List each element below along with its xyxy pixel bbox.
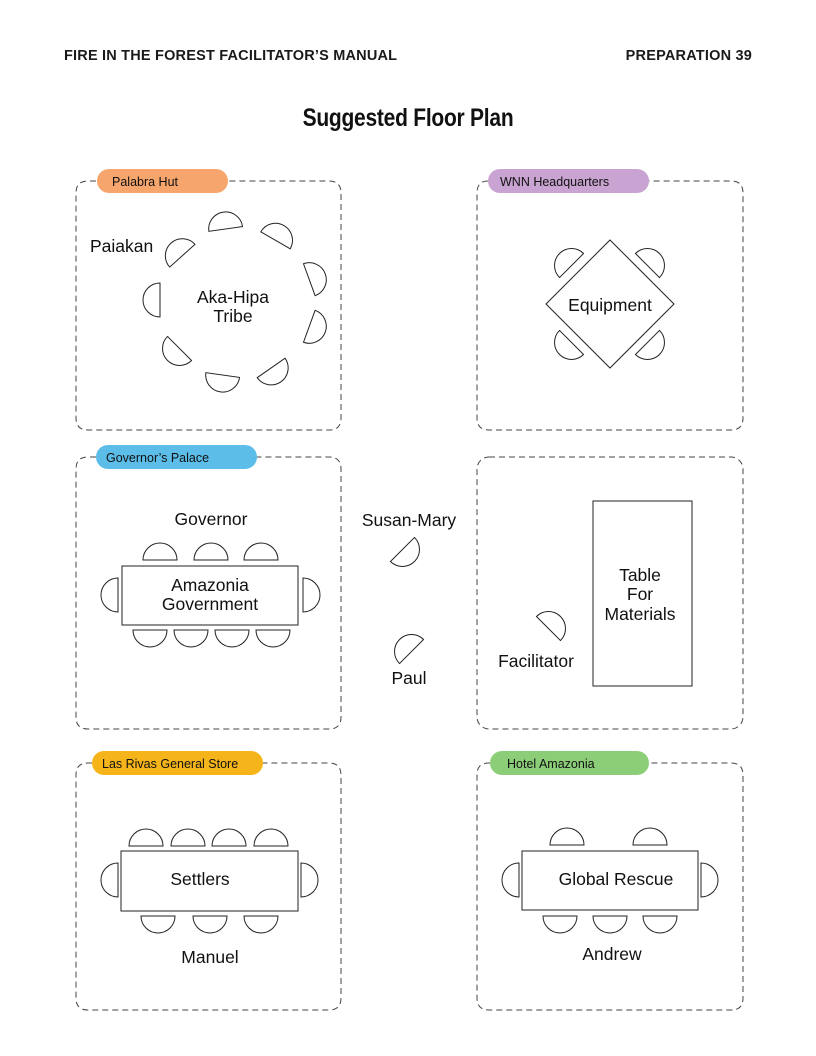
header-section-page: PREPARATION 39 (625, 48, 752, 64)
chair (253, 828, 289, 847)
chair (142, 282, 161, 318)
chair (549, 827, 585, 846)
room-facilitator-area: Table For Materials Facilitator (476, 456, 744, 730)
person-label: Paiakan (90, 236, 153, 256)
chair (170, 828, 206, 847)
chair (592, 915, 628, 934)
room-label-tag (490, 751, 649, 775)
chair (243, 915, 279, 934)
chair (501, 862, 520, 898)
chair (211, 828, 247, 847)
room-las-rivas-general-store: Las Rivas General Store Settlers Manuel (75, 751, 342, 1011)
header-manual-title: FIRE IN THE FOREST FACILITATOR’S MANUAL (64, 48, 398, 64)
chair (100, 862, 119, 898)
table-label: Tribe (213, 306, 252, 326)
chair (535, 603, 574, 642)
room-label: Governor’s Palace (106, 451, 209, 465)
hallway: Susan-Mary Paul (362, 510, 457, 688)
person-label-susan-mary: Susan-Mary (362, 510, 457, 530)
room-outline (75, 180, 342, 431)
room-label-tag (92, 751, 263, 775)
chair (302, 309, 332, 349)
room-label: Hotel Amazonia (507, 757, 595, 771)
chair (300, 862, 319, 898)
chair (140, 915, 176, 934)
table-label: Materials (605, 604, 676, 624)
table-label: Settlers (170, 869, 230, 889)
room-label-tag (96, 445, 257, 469)
chair (260, 216, 300, 250)
person-label: Andrew (582, 944, 642, 964)
room-label: Palabra Hut (112, 175, 179, 189)
person-label: Manuel (181, 947, 238, 967)
chair (302, 257, 332, 297)
chair (256, 357, 296, 393)
table-label: Equipment (568, 295, 652, 315)
person-label: Facilitator (498, 651, 574, 671)
room-outline (75, 762, 342, 1011)
chair (142, 542, 178, 561)
room-label: Las Rivas General Store (102, 757, 238, 771)
chair (154, 335, 193, 374)
table-label: Aka-Hipa (197, 287, 269, 307)
chair (157, 231, 196, 268)
room-label-tag (97, 169, 228, 193)
chair (192, 915, 228, 934)
room-governors-palace: Governor’s Palace Governor Amazonia Gove… (75, 445, 342, 730)
chair (132, 629, 168, 648)
room-label-tag (488, 169, 649, 193)
room-outline (476, 762, 744, 1011)
chair (700, 862, 719, 898)
chair (255, 629, 291, 648)
table-label: Global Rescue (559, 869, 674, 889)
chair (193, 542, 229, 561)
table-label: Amazonia (171, 575, 249, 595)
person-label: Governor (175, 509, 248, 529)
table-label: Table (619, 565, 661, 585)
chair (100, 577, 119, 613)
government-table (121, 565, 299, 626)
table-label: Government (162, 594, 258, 614)
materials-table (592, 500, 693, 687)
chair (389, 536, 428, 575)
chair (173, 629, 209, 648)
chair (642, 915, 678, 934)
global-rescue-table (521, 850, 699, 911)
chair (202, 372, 241, 395)
page-title: Suggested Floor Plan (302, 104, 514, 132)
settlers-table (120, 850, 299, 912)
chair (205, 209, 244, 232)
room-hotel-amazonia: Hotel Amazonia Global Rescue Andrew (476, 751, 744, 1011)
room-outline (476, 456, 744, 730)
chair (632, 827, 668, 846)
chair (302, 577, 321, 613)
room-wnn-headquarters: WNN Headquarters Equipment (476, 169, 744, 431)
table-label: For (627, 584, 653, 604)
chair (128, 828, 164, 847)
chair (386, 626, 425, 665)
chair (542, 915, 578, 934)
person-label-paul: Paul (391, 668, 426, 688)
chair (214, 629, 250, 648)
room-outline (476, 180, 744, 431)
equipment-table (545, 239, 675, 369)
room-outline (75, 456, 342, 730)
chair (243, 542, 279, 561)
room-palabra-hut: Palabra Hut Paiakan Aka-Hipa Tribe (75, 169, 342, 431)
room-label: WNN Headquarters (500, 175, 609, 189)
